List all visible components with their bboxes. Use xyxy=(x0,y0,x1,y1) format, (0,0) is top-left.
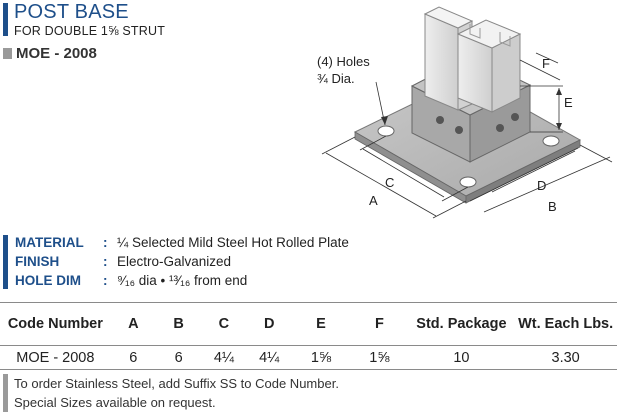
plate-side-edge xyxy=(465,139,581,204)
holes-callout-line1: (4) Holes xyxy=(317,54,370,69)
header-d: D xyxy=(263,315,275,332)
holes-callout-line2: ¾ Dia. xyxy=(317,71,355,86)
plate-hole xyxy=(542,135,560,147)
cell-a: 6 xyxy=(129,349,138,366)
dimension-table: Code Number A B C D E F Std. Package Wt.… xyxy=(0,302,617,370)
header-a: A xyxy=(128,315,139,332)
code-marker xyxy=(3,48,12,59)
note-stainless: To order Stainless Steel, add Suffix SS … xyxy=(14,376,339,391)
dim-label-e: E xyxy=(564,95,573,110)
note-special-sizes: Special Sizes available on request. xyxy=(14,395,216,410)
page-title: POST BASE xyxy=(14,1,129,23)
spec-value: ¼ Selected Mild Steel Hot Rolled Plate xyxy=(117,234,349,250)
spec-row-hole-dim: HOLE DIM : ⁹⁄₁₆ dia • ¹³⁄₁₆ from end xyxy=(15,270,247,290)
header-b: B xyxy=(173,315,184,332)
dim-label-a: A xyxy=(369,193,378,208)
title-accent-bar xyxy=(3,3,8,36)
cell-c: 4¼ xyxy=(213,349,234,366)
header-c: C xyxy=(218,315,230,332)
header-e: E xyxy=(316,315,326,332)
spec-value: Electro-Galvanized xyxy=(117,253,232,269)
cell-weight: 3.30 xyxy=(551,349,580,366)
header-weight: Wt. Each Lbs. xyxy=(518,315,614,332)
cell-code-number: MOE - 2008 xyxy=(16,349,95,366)
spec-label: MATERIAL xyxy=(15,234,84,250)
strut-lip xyxy=(469,24,481,39)
strut-left-front xyxy=(424,13,459,111)
cell-d: 4¼ xyxy=(259,349,280,366)
plate-hole xyxy=(377,125,395,137)
spec-row-material: MATERIAL : ¼ Selected Mild Steel Hot Rol… xyxy=(15,232,349,252)
page-subtitle: FOR DOUBLE 1⅝ STRUT xyxy=(14,24,166,38)
socket-bolt-hole xyxy=(496,124,504,132)
note-marker xyxy=(3,374,8,412)
product-code: MOE - 2008 xyxy=(16,45,97,62)
cell-f: 1⅝ xyxy=(369,349,390,366)
spec-colon: : xyxy=(103,272,108,288)
dim-label-c: C xyxy=(385,175,394,190)
post-base-drawing: (4) Holes ¾ Dia. C A D B E F xyxy=(317,6,613,219)
strut-left-top xyxy=(423,6,474,29)
dimension-table-wrap: Code Number A B C D E F Std. Package Wt.… xyxy=(0,302,630,370)
table-row: MOE - 2008 6 6 4¼ 4¼ 1⅝ 1⅝ 10 3.30 xyxy=(0,346,617,370)
spec-label: FINISH xyxy=(15,253,60,269)
socket-bolt-hole xyxy=(436,116,444,124)
cell-std-package: 10 xyxy=(453,349,470,366)
spec-accent-bar xyxy=(3,235,8,289)
spec-value: ⁹⁄₁₆ dia • ¹³⁄₁₆ from end xyxy=(117,272,248,288)
header-std-package: Std. Package xyxy=(416,315,507,332)
cell-b: 6 xyxy=(174,349,183,366)
strut-right-top xyxy=(456,19,522,49)
socket-bolt-hole xyxy=(455,126,463,134)
header-code-number: Code Number xyxy=(7,315,103,332)
dim-label-b: B xyxy=(548,199,557,214)
plate-hole xyxy=(459,176,477,188)
header-f: F xyxy=(374,315,384,332)
spec-label: HOLE DIM xyxy=(15,272,81,288)
socket-bolt-hole xyxy=(511,113,519,121)
dim-label-d: D xyxy=(537,178,546,193)
cell-e: 1⅝ xyxy=(310,349,332,366)
table-header-row: Code Number A B C D E F Std. Package Wt.… xyxy=(0,302,617,346)
spec-colon: : xyxy=(103,234,108,250)
dim-label-f: F xyxy=(542,56,550,71)
spec-colon: : xyxy=(103,253,108,269)
spec-row-finish: FINISH : Electro-Galvanized xyxy=(15,251,231,271)
strut-lip xyxy=(499,32,511,47)
